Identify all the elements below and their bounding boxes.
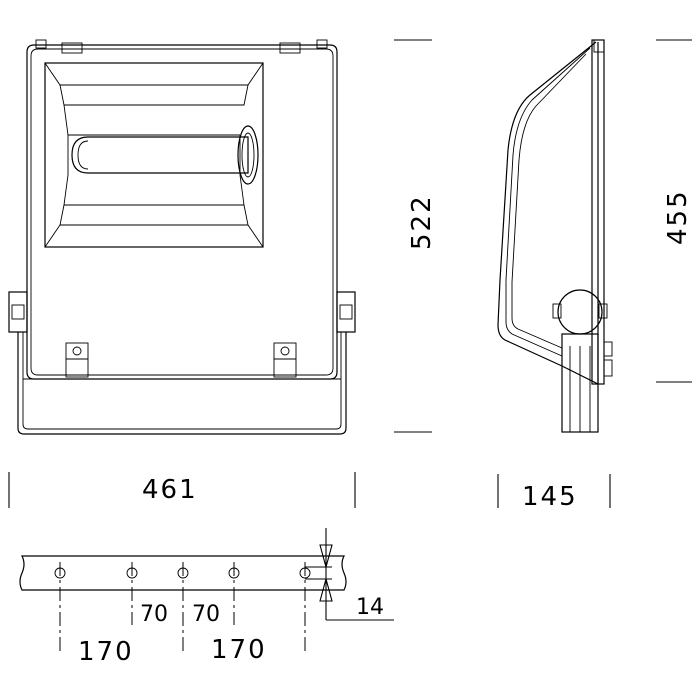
width-dimension-label: 461 bbox=[142, 475, 198, 505]
depth-dimension-label: 145 bbox=[522, 482, 578, 512]
hole-diameter-label: 14 bbox=[356, 595, 384, 620]
front-view bbox=[8, 39, 356, 435]
hole-spacing-label-3: 170 bbox=[78, 637, 134, 667]
side-height-dimension-label: 455 bbox=[663, 189, 693, 245]
height-dimension-label: 522 bbox=[407, 194, 437, 250]
hole-spacing-label-2: 70 bbox=[192, 602, 220, 627]
side-view bbox=[497, 39, 613, 433]
hole-spacing-label-4: 170 bbox=[211, 635, 267, 665]
mounting-plate bbox=[19, 528, 394, 652]
hole-spacing-label-1: 70 bbox=[140, 602, 168, 627]
dimension-lines bbox=[8, 39, 692, 508]
